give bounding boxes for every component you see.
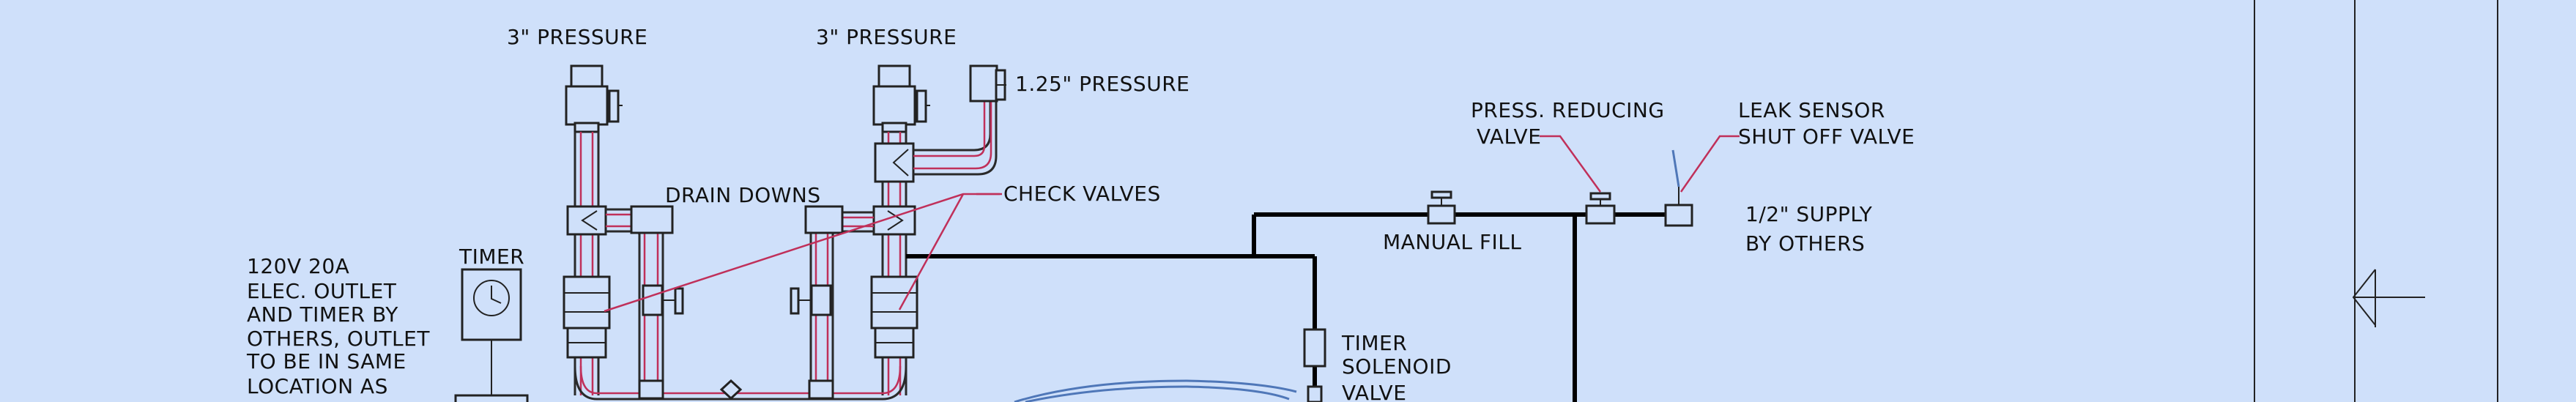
label-timer-solenoid-2: SOLENOID	[1342, 354, 1452, 379]
label-supply-1: 1/2" SUPPLY	[1745, 202, 1873, 226]
water-surface	[1014, 379, 1297, 402]
label-timer: TIMER	[459, 245, 524, 269]
drawing-frame	[2254, 0, 2498, 402]
label-outlet-line-1: 120V 20A	[247, 254, 349, 278]
label-outlet-line-5: TO BE IN SAME	[246, 349, 407, 373]
timer-box	[454, 268, 529, 402]
supply-piping	[906, 212, 1692, 402]
bottom-manifold	[574, 365, 907, 401]
label-pressure-small: 1.25" PRESSURE	[1015, 72, 1189, 96]
label-outlet-line-2: ELEC. OUTLET	[247, 279, 397, 303]
label-timer-solenoid-1: TIMER	[1341, 331, 1407, 355]
label-outlet-line-3: AND TIMER BY	[247, 302, 398, 327]
label-supply-2: BY OTHERS	[1745, 231, 1865, 256]
label-check-valves: CHECK VALVES	[1003, 182, 1161, 206]
clock-icon	[473, 280, 510, 316]
label-pressure-mid: 3" PRESSURE	[816, 25, 957, 49]
timer-solenoid-valve	[1303, 328, 1326, 402]
pressure-reducing-valve	[1585, 192, 1616, 225]
arrow-left-icon	[2352, 269, 2425, 326]
label-manual-fill: MANUAL FILL	[1383, 230, 1521, 254]
label-leak-sensor-2: SHUT OFF VALVE	[1738, 124, 1915, 149]
label-press-reducing-1: PRESS. REDUCING	[1471, 98, 1665, 122]
label-drain-downs: DRAIN DOWNS	[665, 183, 821, 207]
pressure-riser-left	[563, 64, 684, 395]
leader-lines	[604, 135, 1740, 313]
leak-sensor-valve	[1664, 149, 1693, 227]
label-outlet-line-4: OTHERS, OUTLET	[247, 327, 430, 351]
label-outlet-line-6: LOCATION AS	[247, 374, 388, 398]
manual-fill-valve	[1427, 190, 1456, 225]
label-timer-solenoid-3: VALVE	[1342, 381, 1406, 402]
label-press-reducing-2: VALVE	[1477, 124, 1541, 149]
label-leak-sensor-1: LEAK SENSOR	[1738, 98, 1885, 122]
label-pressure-left: 3" PRESSURE	[507, 25, 647, 49]
pressure-riser-mid	[790, 64, 1006, 395]
